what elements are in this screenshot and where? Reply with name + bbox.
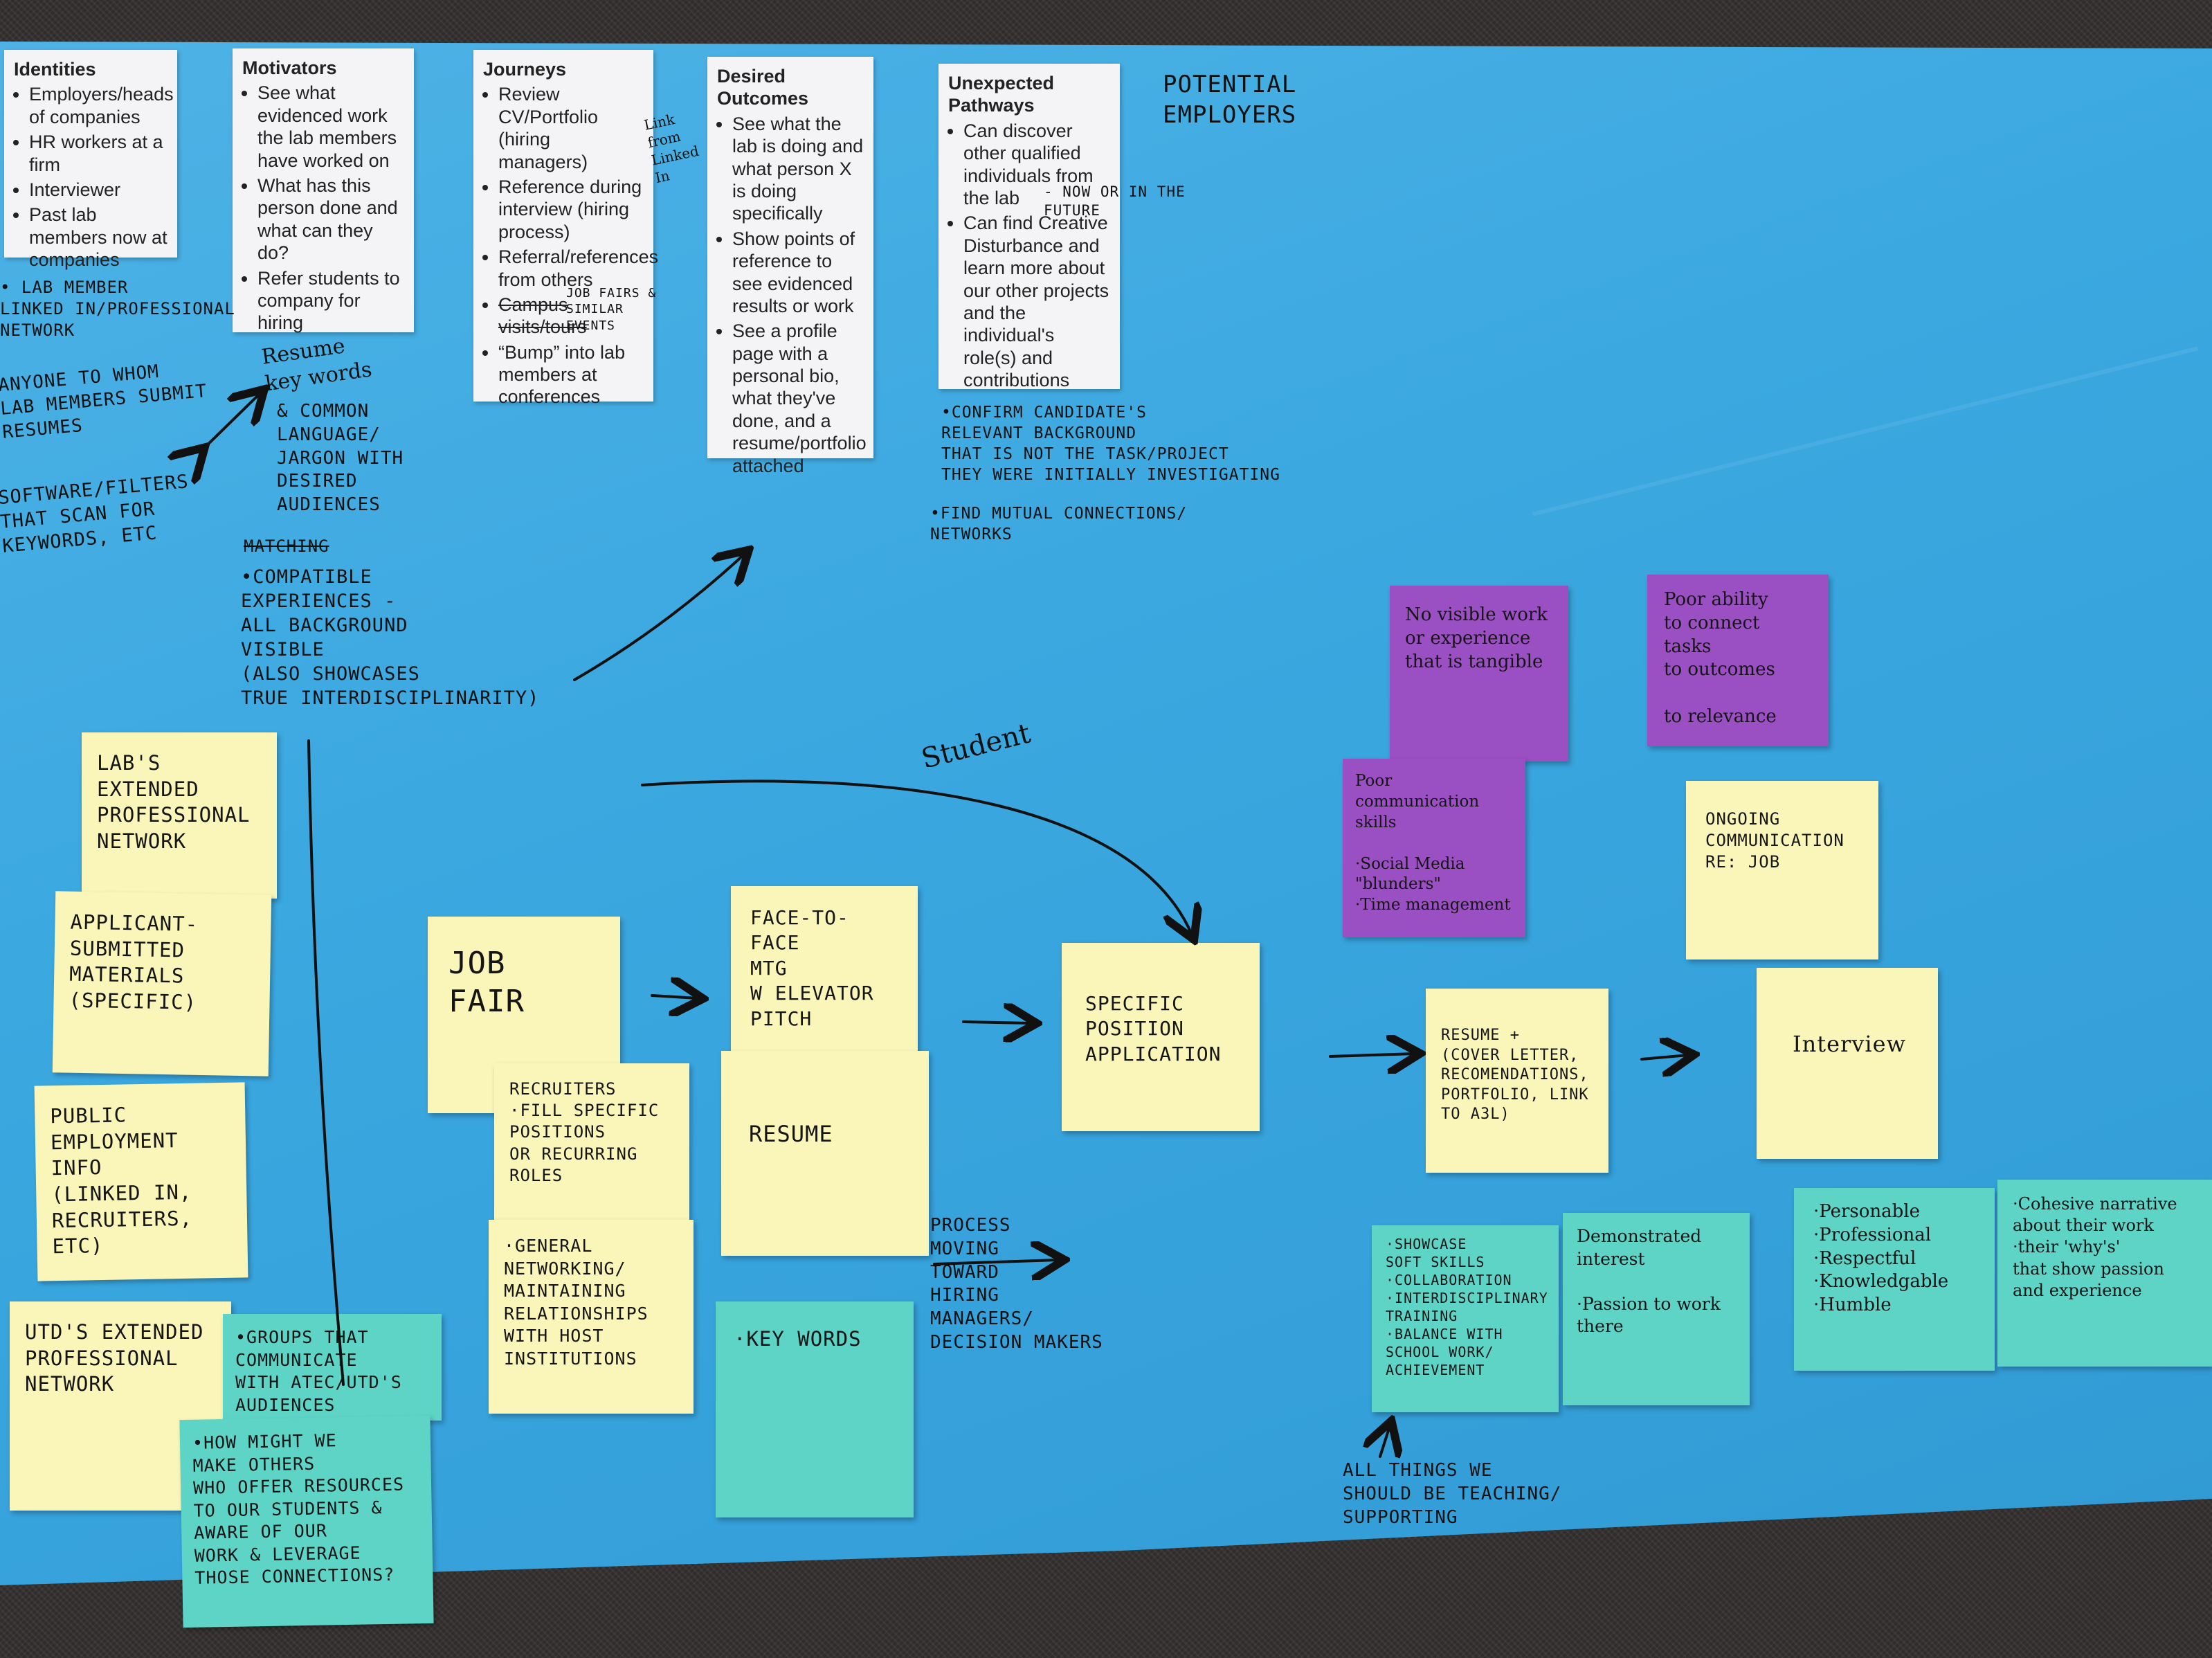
groups-communicate-sticky: •Groups that communicate with ATEC/UTD's… <box>223 1314 442 1421</box>
card-item: See what the lab is doing and what perso… <box>732 113 864 225</box>
common-language-note: & common language/ jargon with desired a… <box>277 401 404 516</box>
card-item: Review CV/Portfolio (hiring managers) <box>498 83 644 173</box>
face-to-face-sticky: Face-to- face mtg w elevator pitch <box>731 886 918 1066</box>
poor-communication-sticky: Poor communication skills ·Social Media … <box>1343 759 1525 937</box>
job-fairs-note: Job fairs & similar events <box>566 286 657 333</box>
card-item: Reference during interview (hiring proce… <box>498 176 644 243</box>
journeys-card: Journeys Review CV/Portfolio (hiring man… <box>473 50 658 407</box>
recruiters-sticky: Recruiters ·Fill specific positions or r… <box>494 1063 689 1223</box>
showcase-soft-skills-sticky: ·Showcase soft skills ·collaboration ·in… <box>1372 1225 1559 1412</box>
card-item: Refer students to company for hiring <box>257 267 404 334</box>
interview-sticky: Interview <box>1757 968 1938 1159</box>
card-item: Can find Creative Disturbance and learn … <box>963 212 1110 391</box>
identities-card: Identities Employers/heads of companies … <box>4 50 177 270</box>
card-item: Show points of reference to see evidence… <box>732 228 864 318</box>
desired-outcomes-card: Desired Outcomes See what the lab is doi… <box>707 57 873 476</box>
labs-extended-network-sticky: Lab's extended professional network <box>82 732 277 899</box>
matching-note: Matching <box>244 537 329 556</box>
card-title: Desired Outcomes <box>717 66 809 109</box>
resume-plus-sticky: Resume + (cover letter, recomendations, … <box>1426 989 1608 1173</box>
card-item: “Bump” into lab members at conferences <box>498 341 644 408</box>
card-item: Can discover other qualified individuals… <box>963 120 1110 210</box>
now-or-future-note: - now or in the future <box>1044 183 1186 219</box>
unexpected-pathways-card: Unexpected Pathways Can discover other q… <box>939 64 1120 391</box>
process-underline-arrow <box>933 1260 1059 1264</box>
no-visible-work-sticky: No visible work or experience that is ta… <box>1390 586 1568 762</box>
process-moving-note: Process moving toward hiring managers/ d… <box>930 1215 1103 1353</box>
card-item: Past lab members now at companies <box>29 204 167 271</box>
general-networking-sticky: ·General networking/ maintaining relatio… <box>489 1220 693 1414</box>
arrow-application-to-resume-plus <box>1329 1054 1415 1056</box>
double-arrow-keywords <box>201 393 260 451</box>
student-arc-arrow <box>641 780 1192 935</box>
lab-member-network-note: • Lab member linked in/professional netw… <box>0 278 235 341</box>
card-item: Interviewer <box>29 179 167 201</box>
card-title: Motivators <box>242 57 337 78</box>
ongoing-communication-sticky: Ongoing communication re: job <box>1686 781 1878 959</box>
arrow-to-desired-outcomes <box>573 554 745 681</box>
potential-employers-label: Potential Employers <box>1163 71 1297 129</box>
resume-sticky: Resume <box>721 1051 929 1256</box>
arrow-facetoface-to-application <box>962 1022 1031 1023</box>
utd-extended-network-sticky: UTD's extended professional network <box>10 1301 231 1511</box>
all-things-note: All things we should be teaching/ suppor… <box>1343 1460 1562 1528</box>
card-title: Unexpected Pathways <box>948 73 1055 116</box>
card-item: Campus visits/tours <box>498 294 644 339</box>
arrow-jobfair-to-facetoface <box>651 995 698 998</box>
card-item: See what evidenced work the lab members … <box>257 82 404 172</box>
demonstrated-interest-sticky: Demonstrated interest ·Passion to work t… <box>1563 1213 1750 1405</box>
card-item: See a profile page with a personal bio, … <box>732 320 867 477</box>
all-things-arrow <box>1380 1426 1390 1457</box>
card-item: HR workers at a firm <box>29 131 167 176</box>
poor-ability-sticky: Poor ability to connect tasks to outcome… <box>1647 575 1829 746</box>
card-item: Referral/references from others <box>498 246 658 291</box>
confirm-candidate-note: •Confirm candidate's relevant background… <box>941 404 1280 484</box>
arrow-resume-plus-to-interview <box>1640 1055 1689 1059</box>
card-title: Identities <box>14 59 96 80</box>
motivators-card: Motivators See what evidenced work the l… <box>233 48 414 334</box>
compatible-experiences-note: •Compatible experiences - all background… <box>241 566 540 710</box>
card-item: Employers/heads of companies <box>29 83 174 128</box>
card-item: What has this person done and what can t… <box>257 174 404 264</box>
cohesive-narrative-sticky: ·Cohesive narrative about their work ·th… <box>1997 1180 2212 1367</box>
card-title: Journeys <box>483 59 567 80</box>
specific-position-application-sticky: Specific position application <box>1062 943 1260 1131</box>
find-mutual-note: •Find mutual connections/ networks <box>930 505 1188 543</box>
vertical-divider-line <box>307 739 345 1386</box>
key-words-sticky: ·Key words <box>716 1301 914 1517</box>
personable-sticky: ·Personable ·Professional ·Respectful ·K… <box>1794 1188 1995 1371</box>
